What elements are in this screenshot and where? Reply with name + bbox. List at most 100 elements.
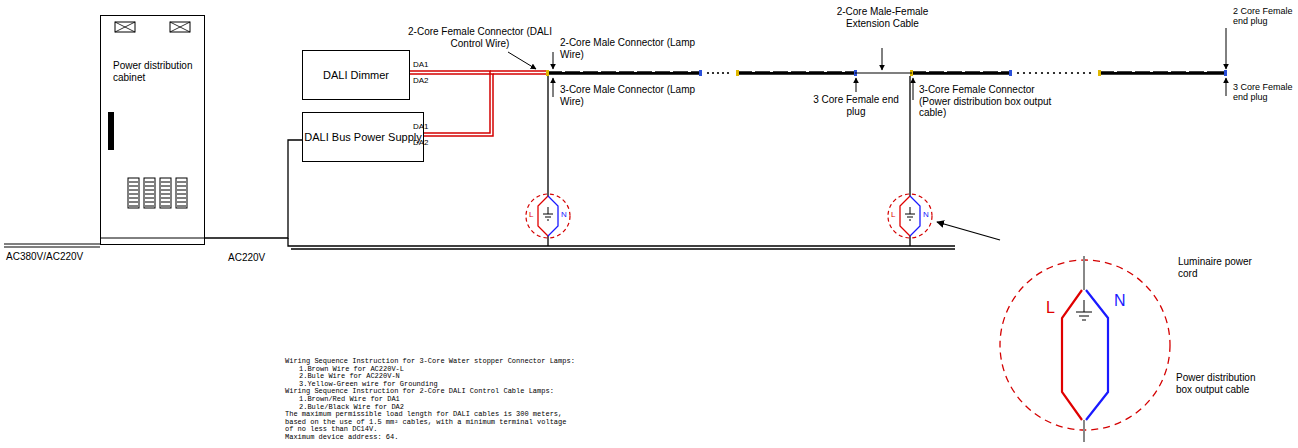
ground-symbol xyxy=(1079,316,1089,317)
grille-slat xyxy=(129,202,138,203)
leader-arrow xyxy=(553,52,554,69)
leader-arrow xyxy=(1226,28,1227,69)
lamp-joint xyxy=(616,71,619,72)
grille-slat xyxy=(129,206,138,207)
leader-arrow xyxy=(856,78,857,92)
lamp-joint xyxy=(634,71,637,72)
signal-name: DA1 xyxy=(413,61,429,69)
part-callout: 3 Core Female end plug xyxy=(806,94,906,117)
note-line: 2.Bule Wire for AC220V-N xyxy=(299,373,400,381)
part-callout: 2 Core Female end plug xyxy=(1233,6,1294,27)
continuation-dot xyxy=(1077,72,1079,74)
part-callout: 2-Core Female Connector (DALI Control Wi… xyxy=(405,26,555,49)
continuation-dot xyxy=(727,72,729,74)
grille-slat xyxy=(161,206,170,207)
leader-arrow xyxy=(508,52,536,69)
lamp-joint xyxy=(998,71,1001,72)
grille-slat xyxy=(161,186,170,187)
neutral-wire xyxy=(910,196,920,236)
supply-cable xyxy=(4,243,100,244)
grille-slat xyxy=(129,194,138,195)
detail-circle xyxy=(526,194,570,238)
ground-symbol xyxy=(909,220,911,221)
continuation-dot xyxy=(1083,72,1085,74)
signal-name: DA2 xyxy=(413,77,429,85)
grille-slat xyxy=(129,186,138,187)
lamp-joint xyxy=(788,71,791,72)
grille-slat xyxy=(177,198,186,199)
cable-connector xyxy=(205,140,302,238)
grille-slat xyxy=(177,186,186,187)
luminaire-power-cord xyxy=(1083,256,1085,290)
leader-arrow xyxy=(1226,78,1227,96)
lamp-joint xyxy=(824,71,827,72)
extension-cable xyxy=(855,72,912,73)
lamp-string xyxy=(548,71,700,75)
ground-symbol xyxy=(548,207,549,214)
continuation-dot xyxy=(1071,72,1073,74)
lamp-joint xyxy=(1150,71,1153,72)
dali-wire xyxy=(410,74,493,136)
part-callout: 3 Core Female end plug xyxy=(1233,82,1294,103)
cabinet-grille xyxy=(160,178,171,208)
neutral-wire xyxy=(1086,290,1108,420)
signal-name: DA1 xyxy=(413,123,429,131)
dimmer-box: DALI Dimmer xyxy=(302,50,410,100)
note-heading: Wiring Sequence Instruction for 3-Core W… xyxy=(285,358,575,366)
distribution-cable xyxy=(291,248,955,249)
signal-name: DA2 xyxy=(413,139,429,147)
lamp-joint xyxy=(598,71,601,72)
ground-symbol xyxy=(543,214,553,215)
grille-slat xyxy=(129,182,138,183)
grille-slat xyxy=(145,202,154,203)
part-callout: Power distribution box output cable xyxy=(1176,372,1258,395)
box-output-cable xyxy=(1083,420,1085,442)
lamp-string xyxy=(1100,71,1225,75)
connector-plug xyxy=(736,70,739,76)
part-callout: 3-Core Female Connector (Power distribut… xyxy=(919,84,1069,119)
continuation-dot xyxy=(1065,72,1067,74)
cabinet-grille xyxy=(144,178,155,208)
neutral-mark: N xyxy=(561,211,567,219)
grille-slat xyxy=(145,186,154,187)
cable-voltage-label: AC220V xyxy=(228,252,265,264)
connector-plug xyxy=(1009,70,1012,76)
connector-plug xyxy=(546,70,549,76)
neutral-wire xyxy=(548,196,558,236)
part-callout: 2-Core Male-Female Extension Cable xyxy=(835,6,930,29)
ground-symbol xyxy=(907,217,913,218)
vent-cross xyxy=(115,22,135,32)
live-mark: L xyxy=(891,211,895,219)
lamp-power-cord xyxy=(909,76,910,196)
cabinet-base xyxy=(100,238,205,239)
grille-slat xyxy=(177,206,186,207)
continuation-dot xyxy=(712,72,714,74)
grille-slat xyxy=(145,198,154,199)
grille-slat xyxy=(129,198,138,199)
grille-slat xyxy=(161,202,170,203)
cable-connector xyxy=(410,71,490,133)
grille-slat xyxy=(129,190,138,191)
cabinet-handle xyxy=(108,112,114,150)
lamp-joint xyxy=(652,71,655,72)
ground-symbol xyxy=(547,220,549,221)
distribution-cable xyxy=(288,238,955,246)
lamp-joint xyxy=(670,71,673,72)
continuation-dot xyxy=(1017,72,1019,74)
lamp-joint xyxy=(980,71,983,72)
ground-symbol xyxy=(1076,312,1092,313)
part-callout: 2-Core Male Connector (Lamp Wire) xyxy=(560,37,710,60)
lamp-joint xyxy=(842,71,845,72)
grille-slat xyxy=(161,198,170,199)
cabinet-grille xyxy=(128,178,139,208)
note-line: 1.Brown/Red Wire for DA1 xyxy=(299,396,400,404)
lamp-string xyxy=(912,71,1010,75)
lamp-joint xyxy=(806,71,809,72)
grille-slat xyxy=(145,206,154,207)
continuation-dot xyxy=(1047,72,1049,74)
note-heading: Wiring Sequence Instruction for 2-Core D… xyxy=(285,388,554,396)
vent xyxy=(115,22,135,32)
continuation-dot xyxy=(1029,72,1031,74)
